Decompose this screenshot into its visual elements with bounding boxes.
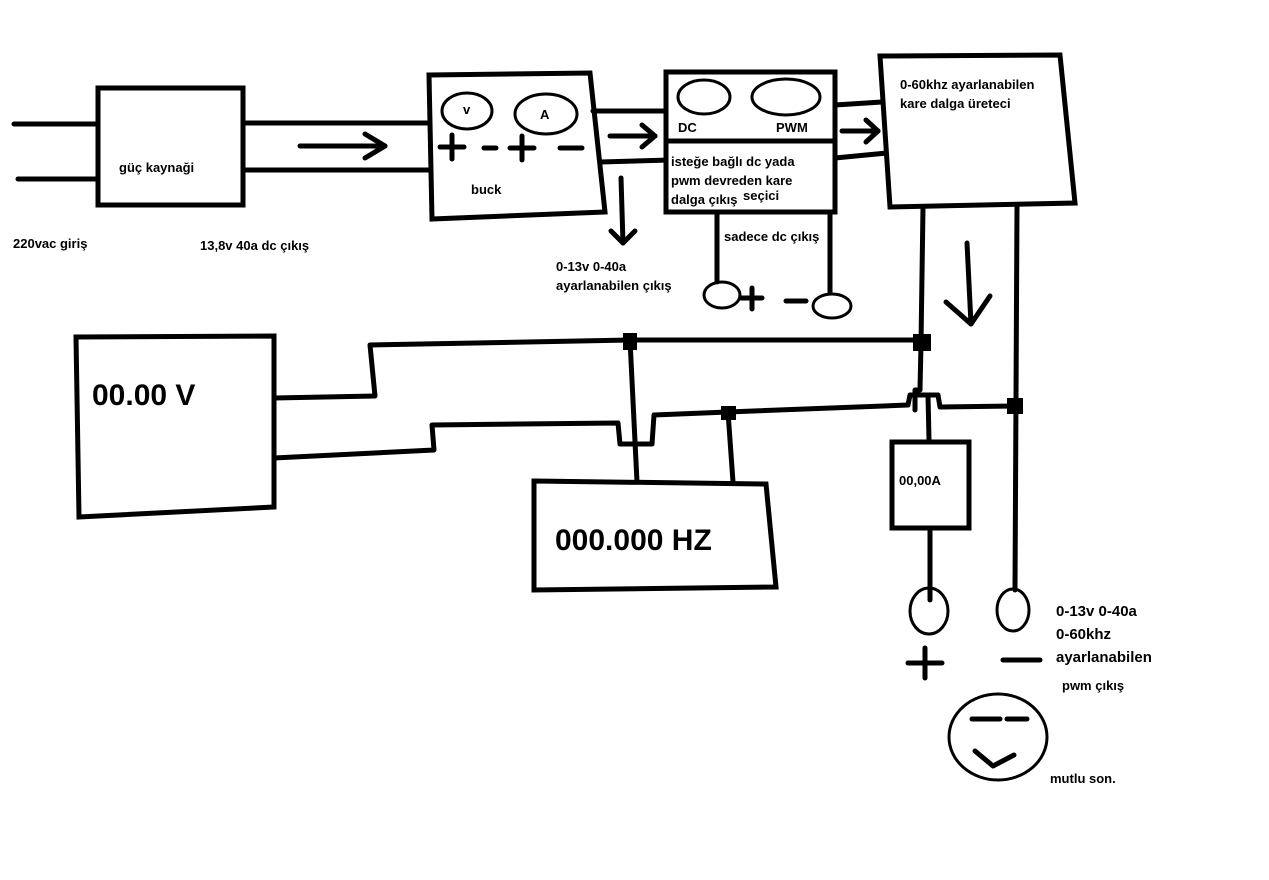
final-output-terminals: [905, 525, 1043, 681]
selector-desc-line1: isteğe bağlı dc yada: [671, 154, 795, 169]
buck-to-selector-wires: [590, 108, 673, 246]
ending-label: mutlu son.: [1050, 771, 1116, 786]
buck-terminal-marks: [437, 132, 585, 163]
generator-label-2: kare dalga üreteci: [900, 96, 1011, 111]
voltmeter-display-box: [73, 333, 277, 520]
voltmeter-display-value: 00.00 V: [92, 379, 195, 412]
output-minus-terminal-icon: [995, 587, 1031, 633]
junction-dot: [623, 333, 637, 350]
mains-input-label: 220vac giriş: [13, 236, 87, 251]
selector-pwm-label: PWM: [776, 120, 808, 135]
buck-output-label-2: ayarlanabilen çıkış: [556, 278, 672, 293]
dc-only-output-label: sadece dc çıkış: [724, 229, 819, 244]
buck-label: buck: [471, 182, 502, 197]
smiley-face-icon: [947, 692, 1049, 782]
junction-dot: [1007, 398, 1023, 414]
frequency-meter-wires: [627, 337, 736, 485]
buck-voltmeter-label: v: [463, 102, 471, 117]
selector-desc-line3: dalga çıkış: [671, 192, 737, 207]
dc-minus-terminal-icon: [811, 292, 853, 320]
power-supply-box: [95, 85, 246, 208]
output-label-line1: 0-13v 0-40a: [1056, 603, 1138, 620]
selector-dc-label: DC: [678, 120, 697, 135]
power-supply-label: güç kaynaği: [119, 160, 194, 175]
junction-dots: [623, 333, 1023, 420]
ammeter-box: [889, 439, 972, 531]
frequency-meter-box: [531, 478, 779, 593]
power-supply-output-label: 13,8v 40a dc çıkış: [200, 238, 309, 253]
square-wave-generator-box: [877, 52, 1078, 210]
generator-output-wires: [912, 202, 1020, 593]
psu-to-buck-wires: [240, 120, 433, 173]
ammeter-display-value: 00,00A: [899, 473, 942, 488]
selector-desc-line2: pwm devreden kare: [671, 173, 792, 188]
output-label-line3: ayarlanabilen: [1056, 649, 1152, 666]
buck-voltmeter-icon: [440, 91, 494, 131]
generator-label-1: 0-60khz ayarlanabilen: [900, 77, 1034, 92]
output-label-line4: pwm çıkış: [1062, 678, 1124, 693]
selector-dc-indicator-icon: [676, 78, 732, 116]
dc-only-output: [702, 209, 853, 320]
selector-pwm-indicator-icon: [750, 77, 822, 117]
dc-plus-terminal-icon: [702, 280, 742, 310]
buck-ammeter-label: A: [540, 107, 550, 122]
voltmeter-wires: [271, 337, 1018, 461]
mains-input-wires: [11, 121, 101, 182]
junction-dot: [913, 334, 931, 351]
frequency-display-value: 000.000 HZ: [555, 524, 712, 557]
junction-dot: [721, 406, 736, 420]
selector-desc-line4: seçici: [743, 188, 779, 203]
output-plus-terminal-icon: [908, 586, 950, 636]
buck-ammeter-icon: [513, 92, 579, 136]
buck-output-label-1: 0-13v 0-40a: [556, 259, 627, 274]
selector-to-generator-wires: [832, 99, 890, 161]
output-label-line2: 0-60khz: [1056, 626, 1111, 643]
